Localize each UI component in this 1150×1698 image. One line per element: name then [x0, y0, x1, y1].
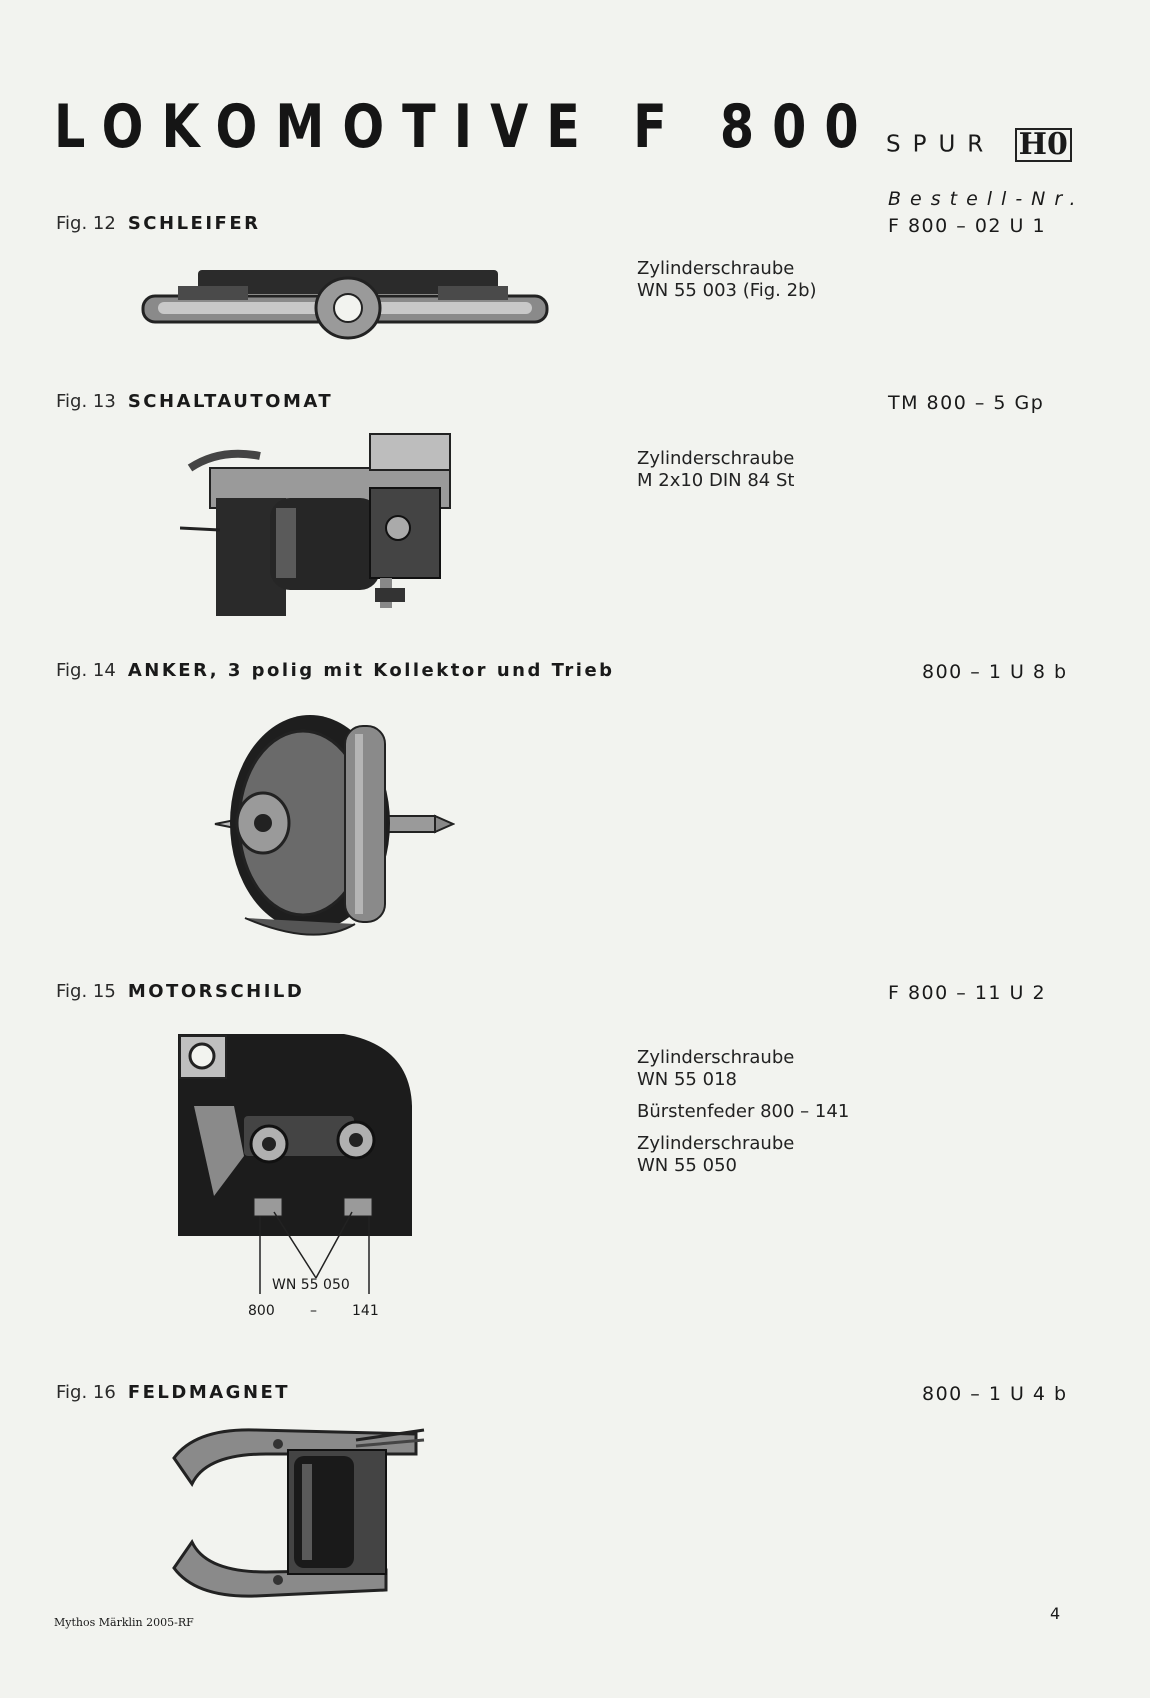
motorschild-illustration	[178, 1034, 412, 1294]
fig-14-label: Fig. 14 ANKER, 3 polig mit Kollektor und …	[56, 660, 615, 681]
note-line: Zylinderschraube	[637, 1133, 795, 1154]
note-line: M 2x10 DIN 84 St	[637, 470, 795, 491]
fig-16-order-number: 800 – 1 U 4 b	[922, 1383, 1068, 1405]
note-line: WN 55 018	[637, 1069, 737, 1090]
fig-15-order-number: F 800 – 11 U 2	[888, 982, 1047, 1004]
note-line: WN 55 050	[637, 1155, 737, 1176]
fig-14-order-number: 800 – 1 U 8 b	[922, 661, 1068, 683]
fig-name: FELDMAGNET	[127, 1382, 291, 1403]
schleifer-illustration	[141, 270, 549, 340]
callout-dash: –	[310, 1303, 317, 1319]
fig-number: Fig. 13	[56, 391, 116, 412]
h0-logo: H0	[1014, 128, 1072, 162]
fig-name: ANKER, 3 polig mit Kollektor und Trieb	[127, 660, 615, 681]
fig-number: Fig. 16	[56, 1382, 116, 1403]
fig-15-label: Fig. 15 MOTORSCHILD	[56, 981, 304, 1002]
callout-wn-55050: WN 55 050	[272, 1277, 350, 1293]
note-line: Bürstenfeder 800 – 141	[637, 1101, 850, 1122]
spur-label: SPUR H0	[886, 128, 1072, 162]
fig-name: MOTORSCHILD	[127, 981, 305, 1002]
source-credit: Mythos Märklin 2005-RF	[54, 1616, 194, 1629]
fig-15-notes: Zylinderschraube WN 55 018 Bürstenfeder …	[637, 1047, 849, 1177]
fig-number: Fig. 15	[56, 981, 116, 1002]
fig-13-order-number: TM 800 – 5 Gp	[888, 392, 1045, 414]
page-number: 4	[1050, 1604, 1061, 1623]
fig-name: SCHLEIFER	[127, 213, 261, 234]
note-line: Zylinderschraube	[637, 1047, 795, 1068]
feldmagnet-illustration	[172, 1428, 425, 1598]
callout-800: 800	[248, 1303, 275, 1319]
fig-13-notes: Zylinderschraube M 2x10 DIN 84 St	[637, 448, 794, 492]
fig-number: Fig. 14	[56, 660, 116, 681]
note-line: Zylinderschraube	[637, 258, 795, 279]
fig-name: SCHALTAUTOMAT	[127, 391, 334, 412]
anker-illustration	[214, 715, 455, 936]
fig-12-order-number: F 800 – 02 U 1	[888, 215, 1047, 237]
fig-12-label: Fig. 12 SCHLEIFER	[56, 213, 260, 234]
fig-16-label: Fig. 16 FELDMAGNET	[56, 1382, 290, 1403]
schaltautomat-illustration	[180, 433, 451, 616]
note-line: Zylinderschraube	[637, 448, 795, 469]
callout-141: 141	[352, 1303, 379, 1319]
fig-12-notes: Zylinderschraube WN 55 003 (Fig. 2b)	[637, 258, 817, 302]
page-title: LOKOMOTIVE F 800	[54, 92, 877, 162]
fig-13-label: Fig. 13 SCHALTAUTOMAT	[56, 391, 333, 412]
spur-text: SPUR	[886, 131, 996, 158]
note-line: WN 55 003 (Fig. 2b)	[637, 280, 817, 301]
fig-number: Fig. 12	[56, 213, 116, 234]
bestell-nr-heading: Bestell-Nr.	[888, 188, 1085, 210]
